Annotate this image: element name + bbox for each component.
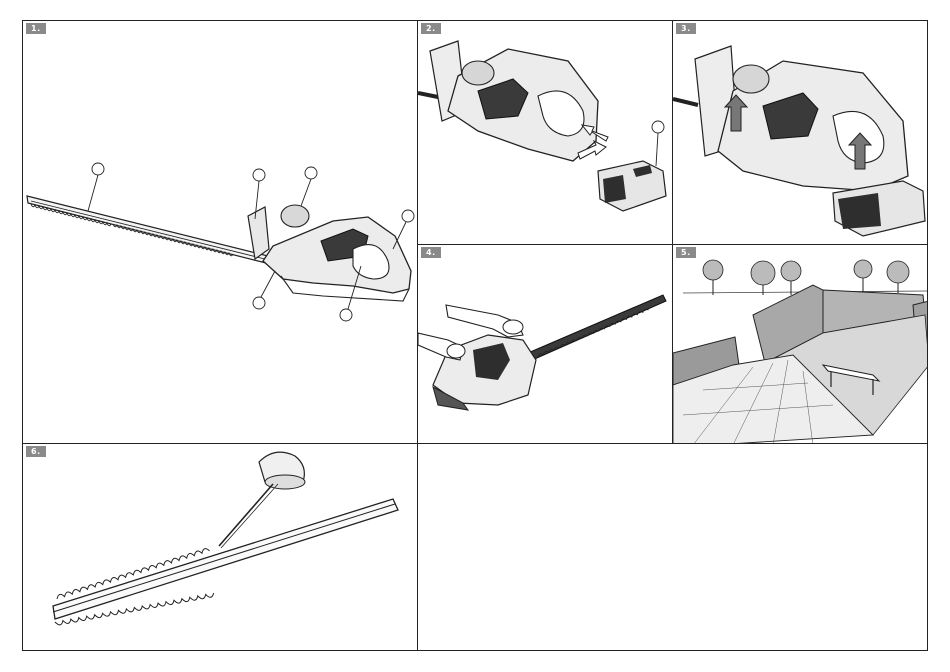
figure-panel-5: 5.	[672, 244, 928, 444]
figure-panel-4: 4.	[417, 244, 673, 444]
figure-panel-6: 6.	[22, 443, 418, 651]
figure-panel-1: 1.	[22, 20, 418, 444]
figure-panel-3: 3.	[672, 20, 928, 245]
battery-remove-illustration	[673, 21, 928, 245]
empty-panel	[417, 443, 928, 651]
blade-oiling-illustration	[23, 444, 418, 651]
two-hand-operation-illustration	[418, 245, 673, 444]
battery-insert-illustration	[418, 21, 673, 245]
hedge-trimmer-overview-illustration	[23, 21, 418, 444]
garden-hedge-scene-illustration	[673, 245, 928, 444]
figure-panel-2: 2.	[417, 20, 673, 245]
